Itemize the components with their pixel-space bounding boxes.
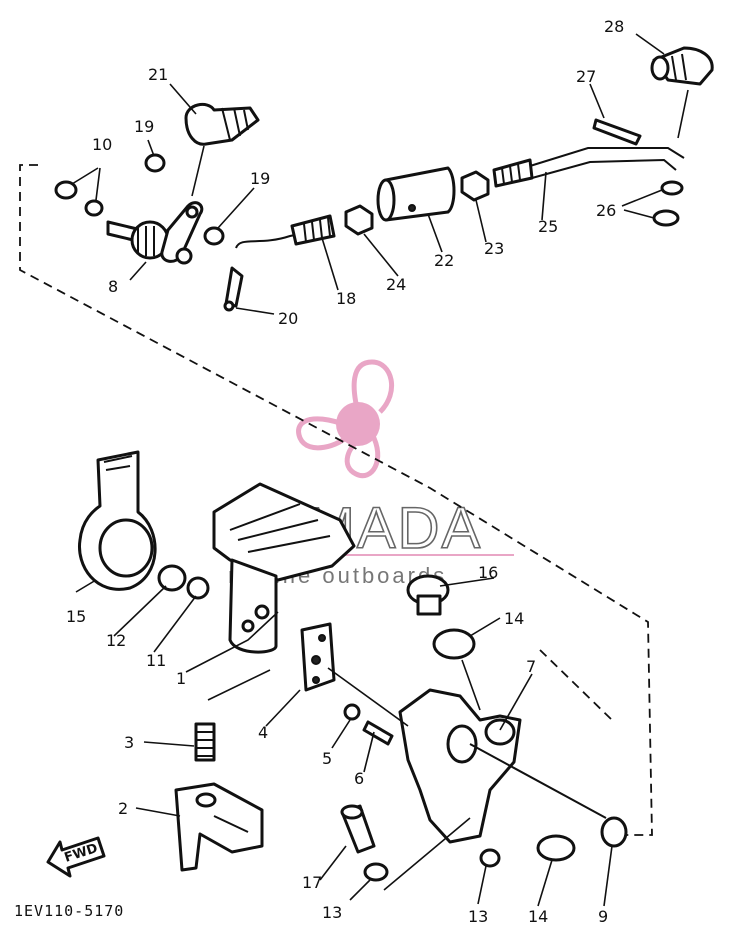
fwd-arrow-icon: FWD [46,836,106,878]
callout-26: 26 [596,201,616,220]
callout-21: 21 [148,65,168,84]
callout-3: 3 [124,733,134,752]
callout-13-left: 13 [322,903,342,922]
callout-19-right: 19 [250,169,270,188]
callout-10: 10 [92,135,112,154]
callout-25: 25 [538,217,558,236]
callout-9: 9 [598,907,608,926]
callout-22: 22 [434,251,454,270]
callout-2: 2 [118,799,128,818]
callout-numbers: 10 19 8 21 19 20 18 24 22 23 25 26 27 28… [14,17,624,926]
lower-shift-assembly [78,450,628,882]
callout-14-bottom: 14 [528,907,548,926]
callout-4: 4 [258,723,268,742]
callout-13-right: 13 [468,907,488,926]
callout-1: 1 [176,669,186,688]
propeller-logo-icon [296,359,394,479]
callout-28: 28 [604,17,624,36]
upper-shift-linkage [54,46,714,312]
callout-15: 15 [66,607,86,626]
callout-5: 5 [322,749,332,768]
callout-6: 6 [354,769,364,788]
callout-11: 11 [146,651,166,670]
callout-7: 7 [526,657,536,676]
leader-lines [71,33,689,907]
callout-18: 18 [336,289,356,308]
callout-27: 27 [576,67,596,86]
callout-17: 17 [302,873,322,892]
reference-lines [19,164,653,836]
callout-19-left: 19 [134,117,154,136]
callout-14-top: 14 [504,609,524,628]
callout-23: 23 [484,239,504,258]
callout-8: 8 [108,277,118,296]
callout-24: 24 [386,275,406,294]
callout-20: 20 [278,309,298,328]
callout-16: 16 [478,563,498,582]
figure-code: 1EV110-5170 [14,902,124,920]
callout-12: 12 [106,631,126,650]
